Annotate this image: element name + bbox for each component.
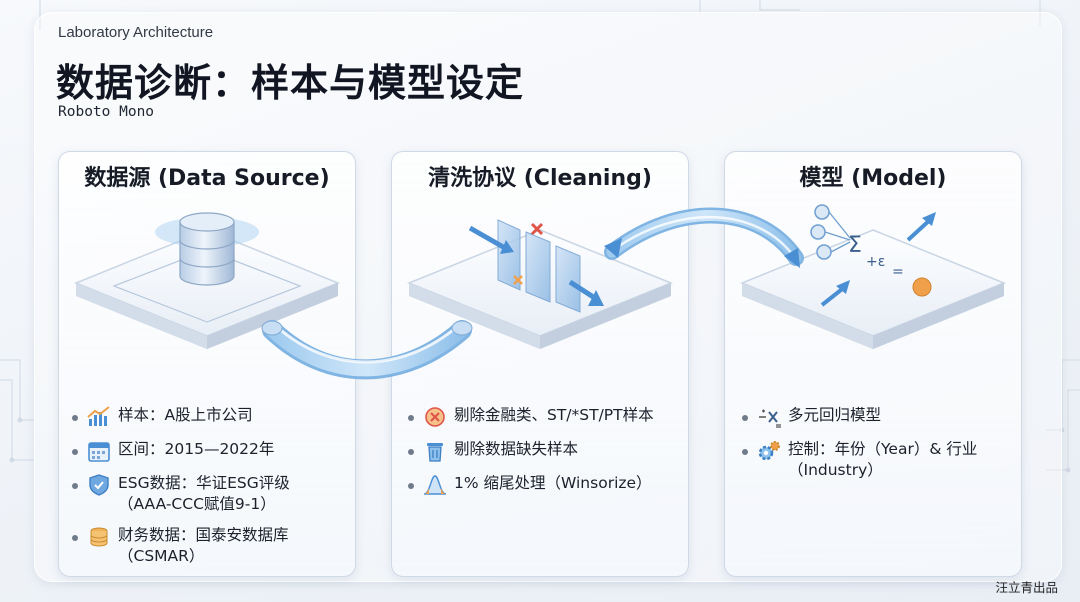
model-list: 多元回归模型 控制：年份（Year）& 行业 （Industry） [742,405,1022,491]
calendar-icon [88,442,110,462]
shield-icon [89,474,109,496]
data-source-list: 样本：A股上市公司 区间：2015—2022年 ESG数据：华证ESG评级 （A… [72,405,352,577]
gears-icon [758,441,780,461]
list-item: 区间：2015—2022年 [72,439,352,463]
list-item-text: 剔除金融类、ST/*ST/PT样本 [454,406,654,424]
bullet-dot [742,449,748,455]
panel-title-data-source: 数据源 (Data Source) [84,166,330,191]
list-item: 样本：A股上市公司 [72,405,352,429]
chart-icon [87,406,110,426]
bullet-dot [72,483,78,489]
list-item-subtext: （Industry） [788,461,883,479]
list-item-text: 样本：A股上市公司 [118,406,253,424]
list-item-text: 财务数据：国泰安数据库 [118,526,289,544]
bullet-dot [408,449,414,455]
list-item: 剔除金融类、ST/*ST/PT样本 [408,405,688,429]
list-item-text: ESG数据：华证ESG评级 [118,474,290,492]
list-item-subtext: （CSMAR） [118,547,205,565]
list-item-text: 多元回归模型 [788,406,882,424]
distribution-icon [423,475,447,495]
list-item-text: 剔除数据缺失样本 [454,440,579,458]
coins-icon [90,527,108,547]
list-item: ESG数据：华证ESG评级 （AAA-CCC赋值9-1） [72,473,352,515]
bullet-dot [408,483,414,489]
bullet-dot [72,415,78,421]
list-item: 1% 缩尾处理（Winsorize） [408,473,688,497]
panel-title-cleaning: 清洗协议 (Cleaning) [428,166,652,191]
exclude-icon [425,407,445,427]
panel-cleaning [391,151,689,577]
list-item: 多元回归模型 [742,405,1022,429]
list-item-subtext: （AAA-CCC赋值9-1） [118,495,276,513]
bullet-dot [408,415,414,421]
bullet-dot [72,449,78,455]
page-title: 数据诊断：样本与模型设定 [56,61,525,105]
bullet-dot [72,535,78,541]
cleaning-list: 剔除金融类、ST/*ST/PT样本 剔除数据缺失样本 1% 缩尾处理（Winso… [408,405,688,507]
list-item-text: 区间：2015—2022年 [118,440,275,458]
regression-icon [759,409,781,428]
list-item: 剔除数据缺失样本 [408,439,688,463]
list-item: 控制：年份（Year）& 行业 （Industry） [742,439,1022,481]
watermark: 汪立青出品 [995,580,1058,595]
panel-title-model: 模型 (Model) [799,166,947,191]
list-item-text: 1% 缩尾处理（Winsorize） [454,474,652,492]
list-item-text: 控制：年份（Year）& 行业 [788,440,978,458]
panel-model [724,151,1022,577]
trash-icon [427,443,443,462]
list-item: 财务数据：国泰安数据库 （CSMAR） [72,525,352,567]
header-kicker: Laboratory Architecture [58,24,214,41]
bullet-dot [742,415,748,421]
font-note: Roboto Mono [58,104,155,120]
